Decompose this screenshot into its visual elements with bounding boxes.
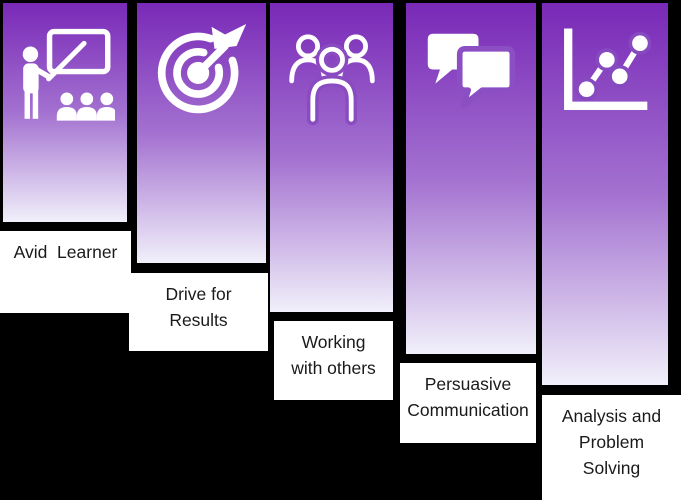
label-analysis-problem-solving: Analysis and Problem Solving	[542, 395, 681, 500]
bar-analysis-problem-solving	[542, 3, 668, 385]
label-line: Communication	[407, 400, 529, 420]
target-dart-icon	[157, 23, 246, 114]
bar-drive-for-results	[137, 3, 266, 263]
label-line: Persuasive	[424, 374, 512, 394]
label-persuasive-communication: Persuasive Communication	[400, 363, 536, 443]
presenter-whiteboard-icon	[22, 28, 115, 121]
label-line: Problem	[578, 432, 645, 452]
label-line: Avid Learner	[13, 242, 118, 262]
label-line: Drive for	[165, 284, 232, 304]
bar-working-with-others	[270, 3, 393, 312]
label-line: with others	[291, 358, 376, 378]
label-drive-for-results: Drive for Results	[129, 273, 268, 351]
team-people-icon	[288, 34, 375, 126]
label-working-with-others: Working with others	[274, 321, 393, 400]
line-chart-icon	[564, 28, 651, 110]
speech-bubbles-icon	[427, 33, 516, 109]
label-line: Results	[169, 310, 228, 330]
bar-persuasive-communication	[406, 3, 536, 354]
bar-avid-learner	[3, 3, 127, 222]
label-line: Analysis and	[561, 406, 662, 426]
label-line: Solving	[582, 458, 641, 478]
label-avid-learner: Avid Learner	[0, 231, 131, 313]
label-line: Working	[301, 332, 366, 352]
